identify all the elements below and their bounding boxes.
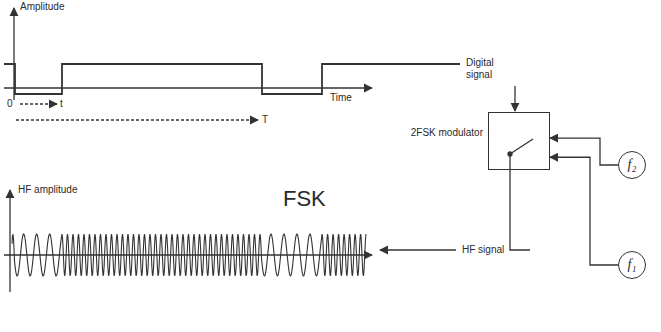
signal-label: Digital signal (466, 57, 512, 81)
hf-waveform (12, 234, 366, 276)
oscillator-circle: f₂ (618, 151, 646, 179)
connector (550, 138, 618, 165)
t-arrow (20, 103, 57, 104)
switch-output (509, 154, 510, 169)
time-marker: t (60, 98, 63, 110)
hf-signal-arrow (380, 249, 456, 250)
digital-waveform (4, 64, 460, 94)
modulator-label: 2FSK modulator (411, 127, 483, 139)
axis-label: Amplitude (20, 1, 64, 13)
switch-lever (510, 139, 533, 154)
axis-label: Time (330, 92, 352, 104)
connector (550, 157, 618, 265)
axis-origin: 0 (7, 98, 13, 110)
hf-output-wire (510, 170, 530, 250)
frequency-label: f₁ (628, 257, 637, 273)
digital-input-arrow (514, 86, 515, 111)
signal-label: HF signal (462, 244, 506, 256)
frequency-label: f₂ (628, 157, 637, 173)
period-label: T (262, 114, 268, 126)
hf-amplitude-axis (9, 190, 10, 292)
time-axis (4, 87, 372, 88)
period-arrow (16, 119, 258, 120)
axis-label: HF amplitude (18, 184, 77, 196)
title-label: FSK (283, 186, 326, 212)
modulator-box: 2FSK modulator (488, 112, 550, 170)
oscillator-circle: f₁ (618, 251, 646, 279)
